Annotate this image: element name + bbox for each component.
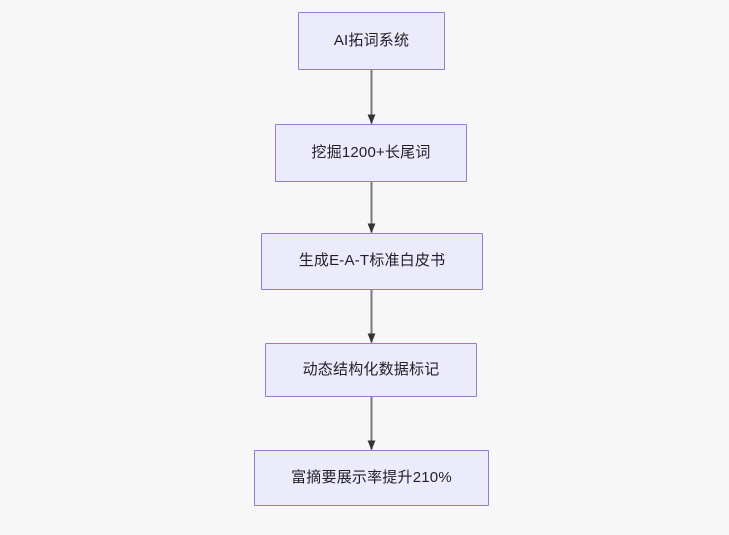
flow-node-dynamic-structured-data-markup[interactable]: 动态结构化数据标记 <box>265 343 477 397</box>
flow-node-label: 生成E-A-T标准白皮书 <box>298 252 446 270</box>
flow-node-rich-snippet-impression-lift[interactable]: 富摘要展示率提升210% <box>254 450 489 506</box>
flow-node-generate-eat-whitepaper[interactable]: 生成E-A-T标准白皮书 <box>261 233 483 290</box>
flow-node-label: 富摘要展示率提升210% <box>291 468 452 486</box>
flow-node-label: 挖掘1200+长尾词 <box>311 143 431 161</box>
flow-node-ai-keyword-system[interactable]: AI拓词系统 <box>298 12 445 70</box>
flow-node-label: 动态结构化数据标记 <box>302 360 440 378</box>
flow-node-label: AI拓词系统 <box>333 31 410 49</box>
flow-node-mine-longtail-keywords[interactable]: 挖掘1200+长尾词 <box>275 124 467 182</box>
